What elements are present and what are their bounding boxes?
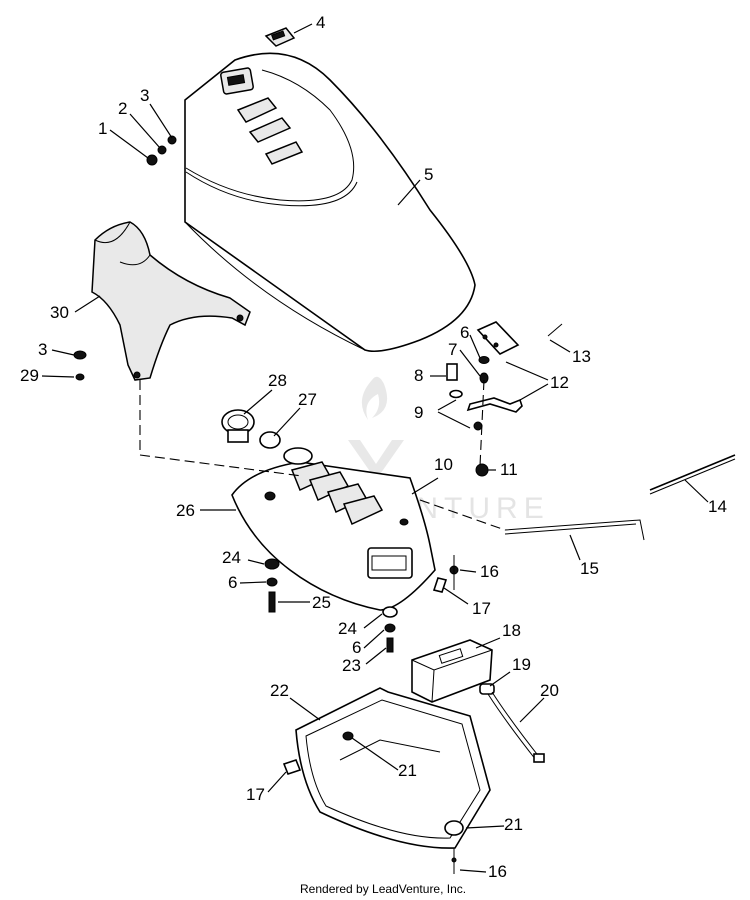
rod-part (649, 454, 736, 495)
callout-19: 19 (512, 655, 531, 674)
fastener-set-1-2-3 (146, 135, 177, 166)
drain-parts-lower (282, 759, 457, 874)
callout-18: 18 (502, 621, 521, 640)
callout-17-lower: 17 (246, 785, 265, 804)
bracket-assembly (446, 321, 563, 477)
callout-20: 20 (540, 681, 559, 700)
callout-24-mid: 24 (338, 619, 357, 638)
callout-6-bracket: 6 (460, 323, 469, 342)
callout-16-lower: 16 (488, 862, 507, 881)
tray-part (295, 687, 491, 849)
callout-labels: 1 2 3 4 5 30 3 29 6 7 8 9 12 13 11 10 28… (20, 13, 727, 881)
callout-29: 29 (20, 366, 39, 385)
callout-13: 13 (572, 347, 591, 366)
callout-30: 30 (50, 303, 69, 322)
callout-7: 7 (448, 340, 457, 359)
leader-lines (41, 23, 709, 873)
box-part (411, 639, 493, 703)
bracket-part (91, 221, 251, 381)
fuel-tank-part (139, 380, 436, 611)
callout-14: 14 (708, 497, 727, 516)
hose-part (479, 683, 545, 763)
callout-4: 4 (316, 13, 325, 32)
callout-3: 3 (140, 86, 149, 105)
filler-neck-parts (221, 409, 281, 449)
callout-11: 11 (500, 460, 518, 479)
callout-2: 2 (118, 99, 127, 118)
callout-21-upper: 21 (398, 761, 417, 780)
fastener-set-24-6-23 (382, 606, 398, 653)
callout-8: 8 (414, 366, 423, 385)
callout-6-left: 6 (228, 573, 237, 592)
callout-26: 26 (176, 501, 195, 520)
latch-part (264, 27, 296, 47)
callout-24-left: 24 (222, 548, 241, 567)
callout-15: 15 (580, 559, 599, 578)
callout-10: 10 (434, 455, 453, 474)
callout-21-lower: 21 (504, 815, 523, 834)
callout-25: 25 (312, 593, 331, 612)
callout-12: 12 (550, 373, 569, 392)
callout-9: 9 (414, 403, 423, 422)
callout-16-upper: 16 (480, 562, 499, 581)
callout-28: 28 (268, 371, 287, 390)
fastener-set-3-29 (73, 350, 87, 381)
callout-6-mid: 6 (352, 638, 361, 657)
callout-23: 23 (342, 656, 361, 675)
callout-22: 22 (270, 681, 289, 700)
callout-5: 5 (424, 165, 433, 184)
cable-part (419, 499, 645, 541)
callout-1: 1 (98, 119, 107, 138)
callout-17-upper: 17 (472, 599, 491, 618)
drain-parts-upper (432, 555, 459, 593)
seat-part (184, 52, 476, 353)
callout-3-lower: 3 (38, 340, 47, 359)
fastener-set-24-6-25 (264, 558, 280, 613)
callout-27: 27 (298, 390, 317, 409)
footer-credit: Rendered by LeadVenture, Inc. (300, 882, 466, 896)
